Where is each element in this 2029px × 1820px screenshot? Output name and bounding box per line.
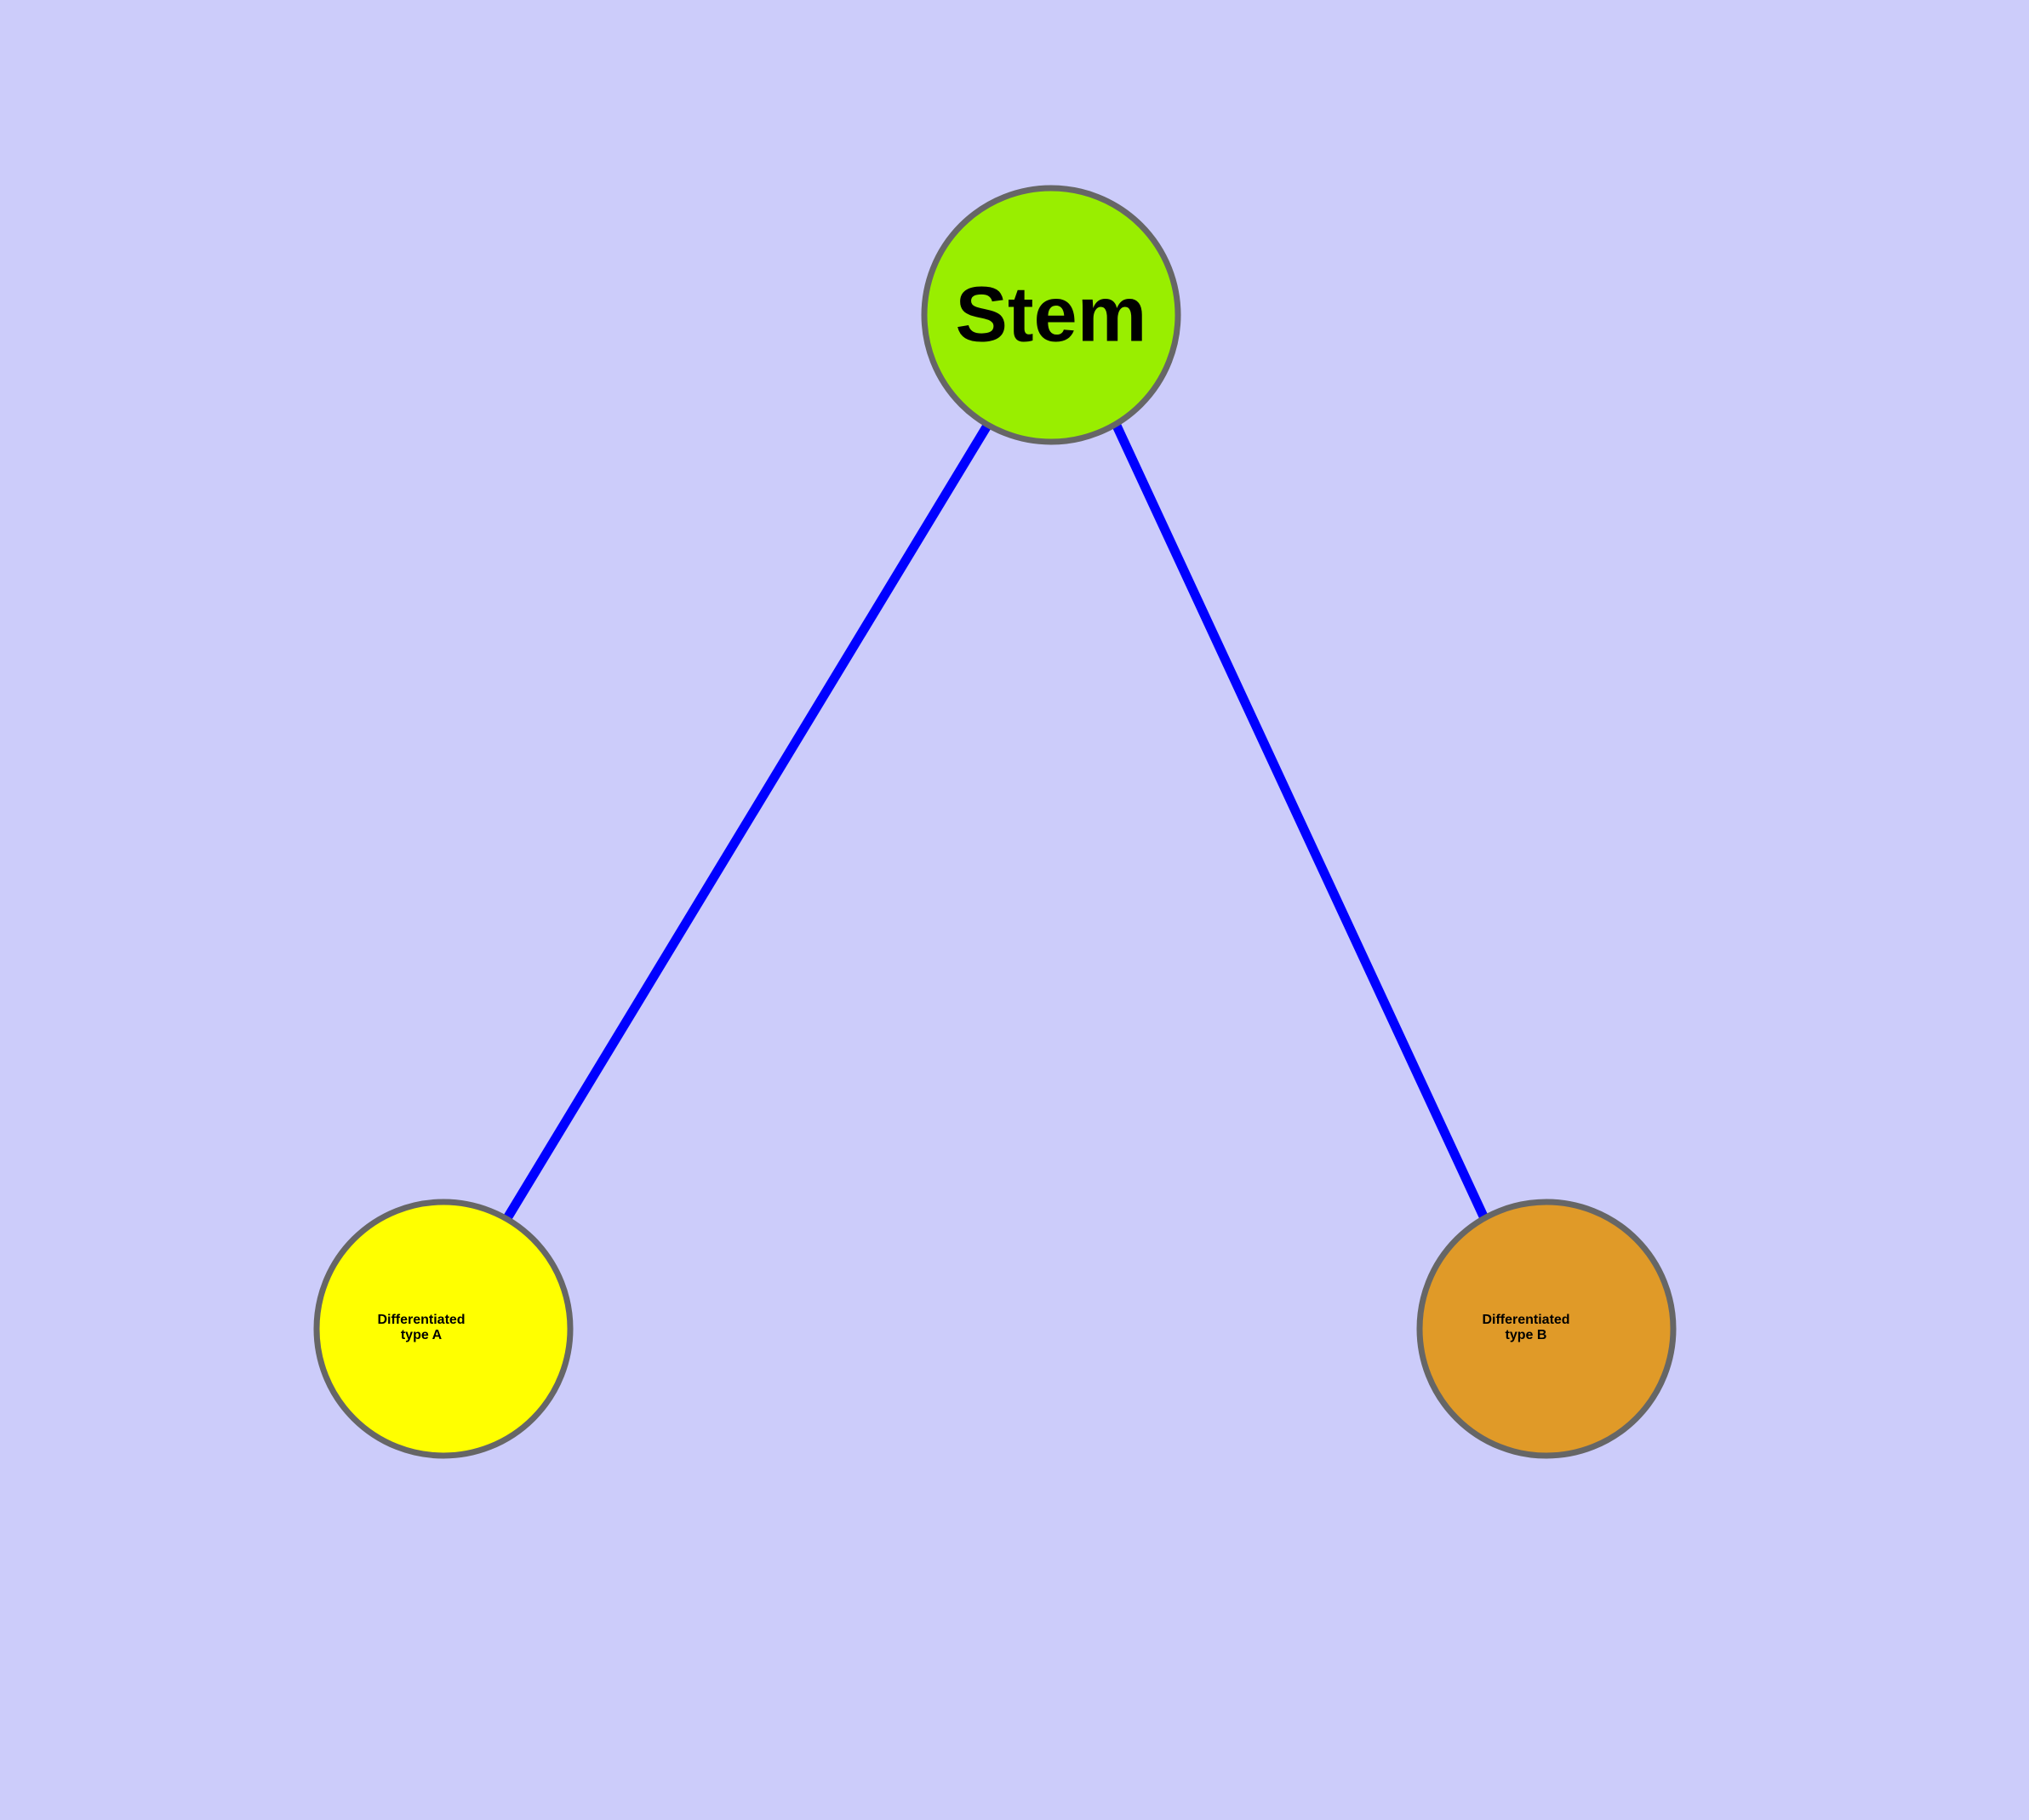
edges-layer: [503, 423, 1489, 1221]
node-stem[interactable]: [921, 185, 1181, 445]
node-diff_a[interactable]: [313, 1199, 574, 1459]
edge-stem-to-diff_b[interactable]: [1112, 423, 1489, 1221]
nodes-layer: [313, 185, 1677, 1459]
node-diff_b[interactable]: [1416, 1199, 1677, 1459]
edge-stem-to-diff_a[interactable]: [503, 423, 992, 1221]
